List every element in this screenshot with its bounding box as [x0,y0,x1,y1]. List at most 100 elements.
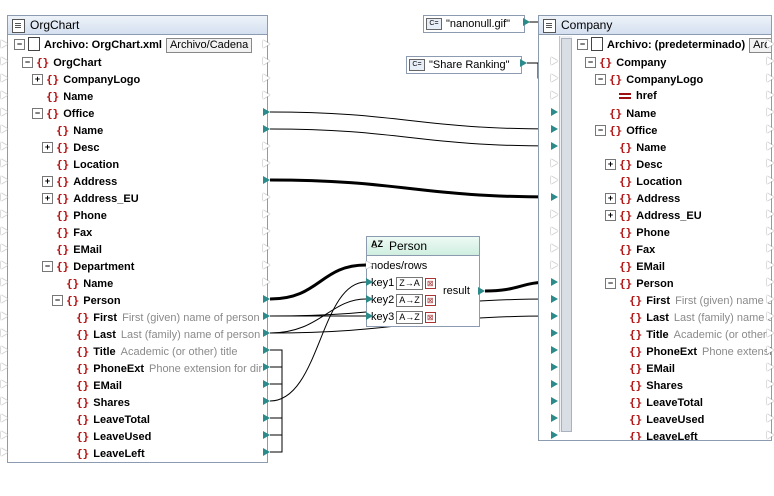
orgchart-node-leavetotal[interactable]: {}LeaveTotal [62,411,150,428]
orgchart-output-port[interactable] [263,278,270,286]
company-input-port[interactable] [551,312,558,320]
company-input-port[interactable] [551,278,558,286]
orgchart-input-port[interactable] [1,380,8,388]
orgchart-node-person[interactable]: −{}Person [52,292,121,309]
orgchart-input-port[interactable] [1,278,8,286]
sort-key1-input-port[interactable] [366,278,373,286]
company-scrollbar[interactable] [559,36,572,432]
orgchart-input-port[interactable] [1,448,8,456]
company-node-address-eu[interactable]: +{}Address_EU [605,207,702,224]
orgchart-node-email[interactable]: {}EMail [62,377,122,394]
company-node-name[interactable]: {}Name [595,105,656,122]
company-output-port[interactable] [767,380,774,388]
constant-share-ranking-output-port[interactable] [520,59,527,67]
collapse-icon[interactable]: − [42,260,53,272]
expand-icon[interactable]: + [32,73,43,85]
orgchart-output-port[interactable] [263,193,270,201]
orgchart-input-port[interactable] [1,40,8,48]
orgchart-node-companylogo[interactable]: +{}CompanyLogo [32,71,140,88]
sort-result-output-port[interactable] [478,287,485,295]
expand-icon[interactable]: + [605,192,616,204]
company-output-port[interactable] [767,176,774,184]
connection-office[interactable] [269,111,552,130]
orgchart-node-name[interactable]: {}Name [52,275,113,292]
orgchart-input-port[interactable] [1,108,8,116]
scrollbar-thumb[interactable] [561,38,572,432]
orgchart-title-bar[interactable]: OrgChart [8,16,267,35]
constant-nanonull[interactable]: C= "nanonull.gif" [423,15,525,33]
company-input-port[interactable] [551,295,558,303]
orgchart-output-port[interactable] [263,108,270,116]
sort-order-asc-button[interactable]: A→Z [396,294,423,307]
company-input-port[interactable] [551,210,558,218]
collapse-icon[interactable]: − [605,277,616,289]
orgchart-input-port[interactable] [1,397,8,405]
collapse-icon[interactable]: − [32,107,43,119]
orgchart-node-name[interactable]: {}Name [42,122,103,139]
company-input-port[interactable] [551,227,558,235]
company-output-port[interactable] [767,125,774,133]
orgchart-node-shares[interactable]: {}Shares [62,394,130,411]
orgchart-output-port[interactable] [263,227,270,235]
company-node-email[interactable]: {}EMail [605,258,665,275]
company-input-port[interactable] [551,244,558,252]
orgchart-output-port[interactable] [263,363,270,371]
orgchart-output-port[interactable] [263,295,270,303]
sort-key3-input-port[interactable] [366,312,373,320]
company-node-desc[interactable]: +{}Desc [605,156,663,173]
company-input-port[interactable] [551,329,558,337]
company-output-port[interactable] [767,244,774,252]
remove-key-icon[interactable]: ⊠ [424,295,436,306]
orgchart-node-phone[interactable]: {}Phone [42,207,107,224]
expand-icon[interactable]: + [605,209,616,221]
orgchart-input-port[interactable] [1,346,8,354]
orgchart-node-orgchart[interactable]: −{}OrgChart [22,54,102,71]
collapse-icon[interactable]: − [22,56,33,68]
orgchart-input-port[interactable] [1,210,8,218]
company-output-port[interactable] [767,431,774,439]
orgchart-input-port[interactable] [1,312,8,320]
company-input-port[interactable] [551,159,558,167]
sort-nodes-input-port[interactable] [366,261,373,269]
company-output-port[interactable] [767,40,774,48]
company-file-button[interactable]: Arc [749,38,771,53]
company-node-shares[interactable]: {}Shares [615,377,683,394]
connection-shares-key1[interactable] [269,281,367,402]
orgchart-output-port[interactable] [263,91,270,99]
company-output-port[interactable] [767,414,774,422]
company-node-leavetotal[interactable]: {}LeaveTotal [615,394,703,411]
company-output-port[interactable] [767,312,774,320]
orgchart-output-port[interactable] [263,448,270,456]
company-input-port[interactable] [551,74,558,82]
company-output-port[interactable] [767,159,774,167]
orgchart-output-port[interactable] [263,261,270,269]
sort-order-desc-button[interactable]: Z→A [396,277,423,290]
orgchart-node-desc[interactable]: +{}Desc [42,139,100,156]
company-input-port[interactable] [551,431,558,439]
company-node-company[interactable]: −{}Company [585,54,666,71]
company-input-port[interactable] [551,108,558,116]
company-component[interactable]: Company −Archivo: (predeterminado)Arc −{… [538,15,772,441]
expand-icon[interactable]: + [42,175,53,187]
orgchart-input-port[interactable] [1,142,8,150]
constant-share-ranking[interactable]: C= "Share Ranking" [406,56,522,74]
company-node-phone[interactable]: {}Phone [605,224,670,241]
orgchart-file-button[interactable]: Archivo/Cadena [165,38,253,53]
orgchart-output-port[interactable] [263,176,270,184]
company-input-port[interactable] [551,346,558,354]
company-node-email[interactable]: {}EMail [615,360,675,377]
orgchart-output-port[interactable] [263,125,270,133]
expand-icon[interactable]: + [605,158,616,170]
orgchart-output-port[interactable] [263,210,270,218]
connection-person-nodes[interactable] [269,263,367,301]
orgchart-output-port[interactable] [263,40,270,48]
expand-icon[interactable]: + [42,141,53,153]
company-output-port[interactable] [767,193,774,201]
